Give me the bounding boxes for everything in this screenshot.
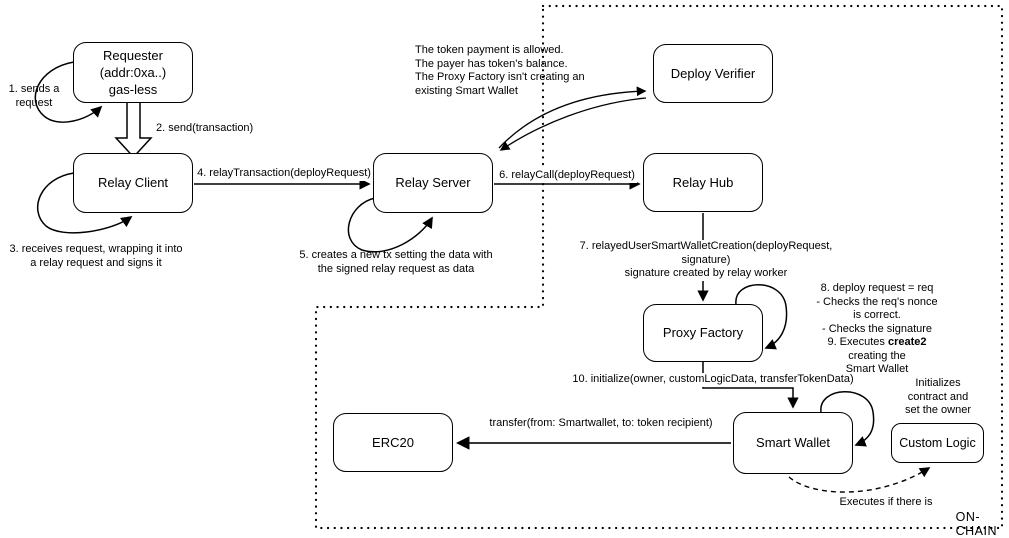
node-relay-server-label: Relay Server (395, 175, 471, 190)
edge-step3-loop (36, 172, 133, 234)
label-step5: 5. creates a new tx setting the data wit… (299, 249, 493, 275)
label-initializes: Initializes contract and set the owner (904, 377, 972, 416)
edge-executes-dashed (788, 467, 931, 493)
label-step4: 4. relayTransaction(deployRequest) (195, 167, 373, 181)
edge-smart-wallet-loop (820, 391, 875, 447)
edge-to-deploy-verifier (498, 86, 647, 149)
label-onchain: ON-CHAIN (955, 510, 998, 538)
node-smart-wallet-label: Smart Wallet (756, 435, 830, 450)
edge-from-deploy-verifier (499, 97, 647, 151)
label-step9-create2: create2 (888, 336, 927, 348)
label-verifier-checks: The token payment is allowed. The payer … (415, 44, 585, 97)
edge-step5-loop (347, 197, 433, 253)
label-step9-prefix: 9. Executes (827, 336, 888, 348)
node-custom-logic-label: Custom Logic (899, 436, 976, 450)
node-custom-logic: Custom Logic (891, 423, 984, 463)
label-step9-suffix: creating the (848, 349, 906, 362)
label-step10: 10. initialize(owner, customLogicData, t… (570, 373, 856, 387)
edge-step2-block-arrow (114, 99, 153, 159)
edge-step8-loop (735, 284, 788, 350)
node-relay-hub: Relay Hub (643, 153, 763, 212)
edge-step1-loop (34, 61, 103, 123)
node-requester: Requester (addr:0xa..) gas-less (73, 42, 193, 103)
node-relay-client: Relay Client (73, 153, 193, 213)
node-deploy-verifier: Deploy Verifier (653, 44, 773, 103)
node-erc20: ERC20 (333, 413, 453, 472)
label-step8-9: 8. deploy request = req - Checks the req… (811, 282, 943, 377)
label-transfer: transfer(from: Smartwallet, to: token re… (489, 417, 713, 429)
node-relay-server: Relay Server (373, 153, 493, 213)
label-step2: 2. send(transaction) (156, 122, 254, 134)
node-relay-client-label: Relay Client (97, 175, 169, 190)
label-step9-line2: Smart Wallet (845, 363, 909, 375)
label-executes-if: Executes if there is (839, 496, 933, 508)
label-step3: 3. receives request, wrapping it into a … (9, 243, 183, 269)
label-step7: 7. relayedUserSmartWalletCreation(deploy… (554, 240, 858, 281)
node-deploy-verifier-label: Deploy Verifier (670, 65, 756, 81)
node-proxy-factory-label: Proxy Factory (662, 325, 744, 340)
label-step8: 8. deploy request = req - Checks the req… (816, 282, 938, 335)
node-requester-label: Requester (addr:0xa..) gas-less (99, 48, 167, 97)
label-step6: 6. relayCall(deployRequest) (497, 169, 637, 183)
node-smart-wallet: Smart Wallet (733, 412, 853, 474)
node-erc20-label: ERC20 (372, 434, 414, 450)
node-relay-hub-label: Relay Hub (672, 174, 734, 190)
label-step1: 1. sends a request (8, 83, 60, 109)
node-proxy-factory: Proxy Factory (643, 304, 763, 362)
